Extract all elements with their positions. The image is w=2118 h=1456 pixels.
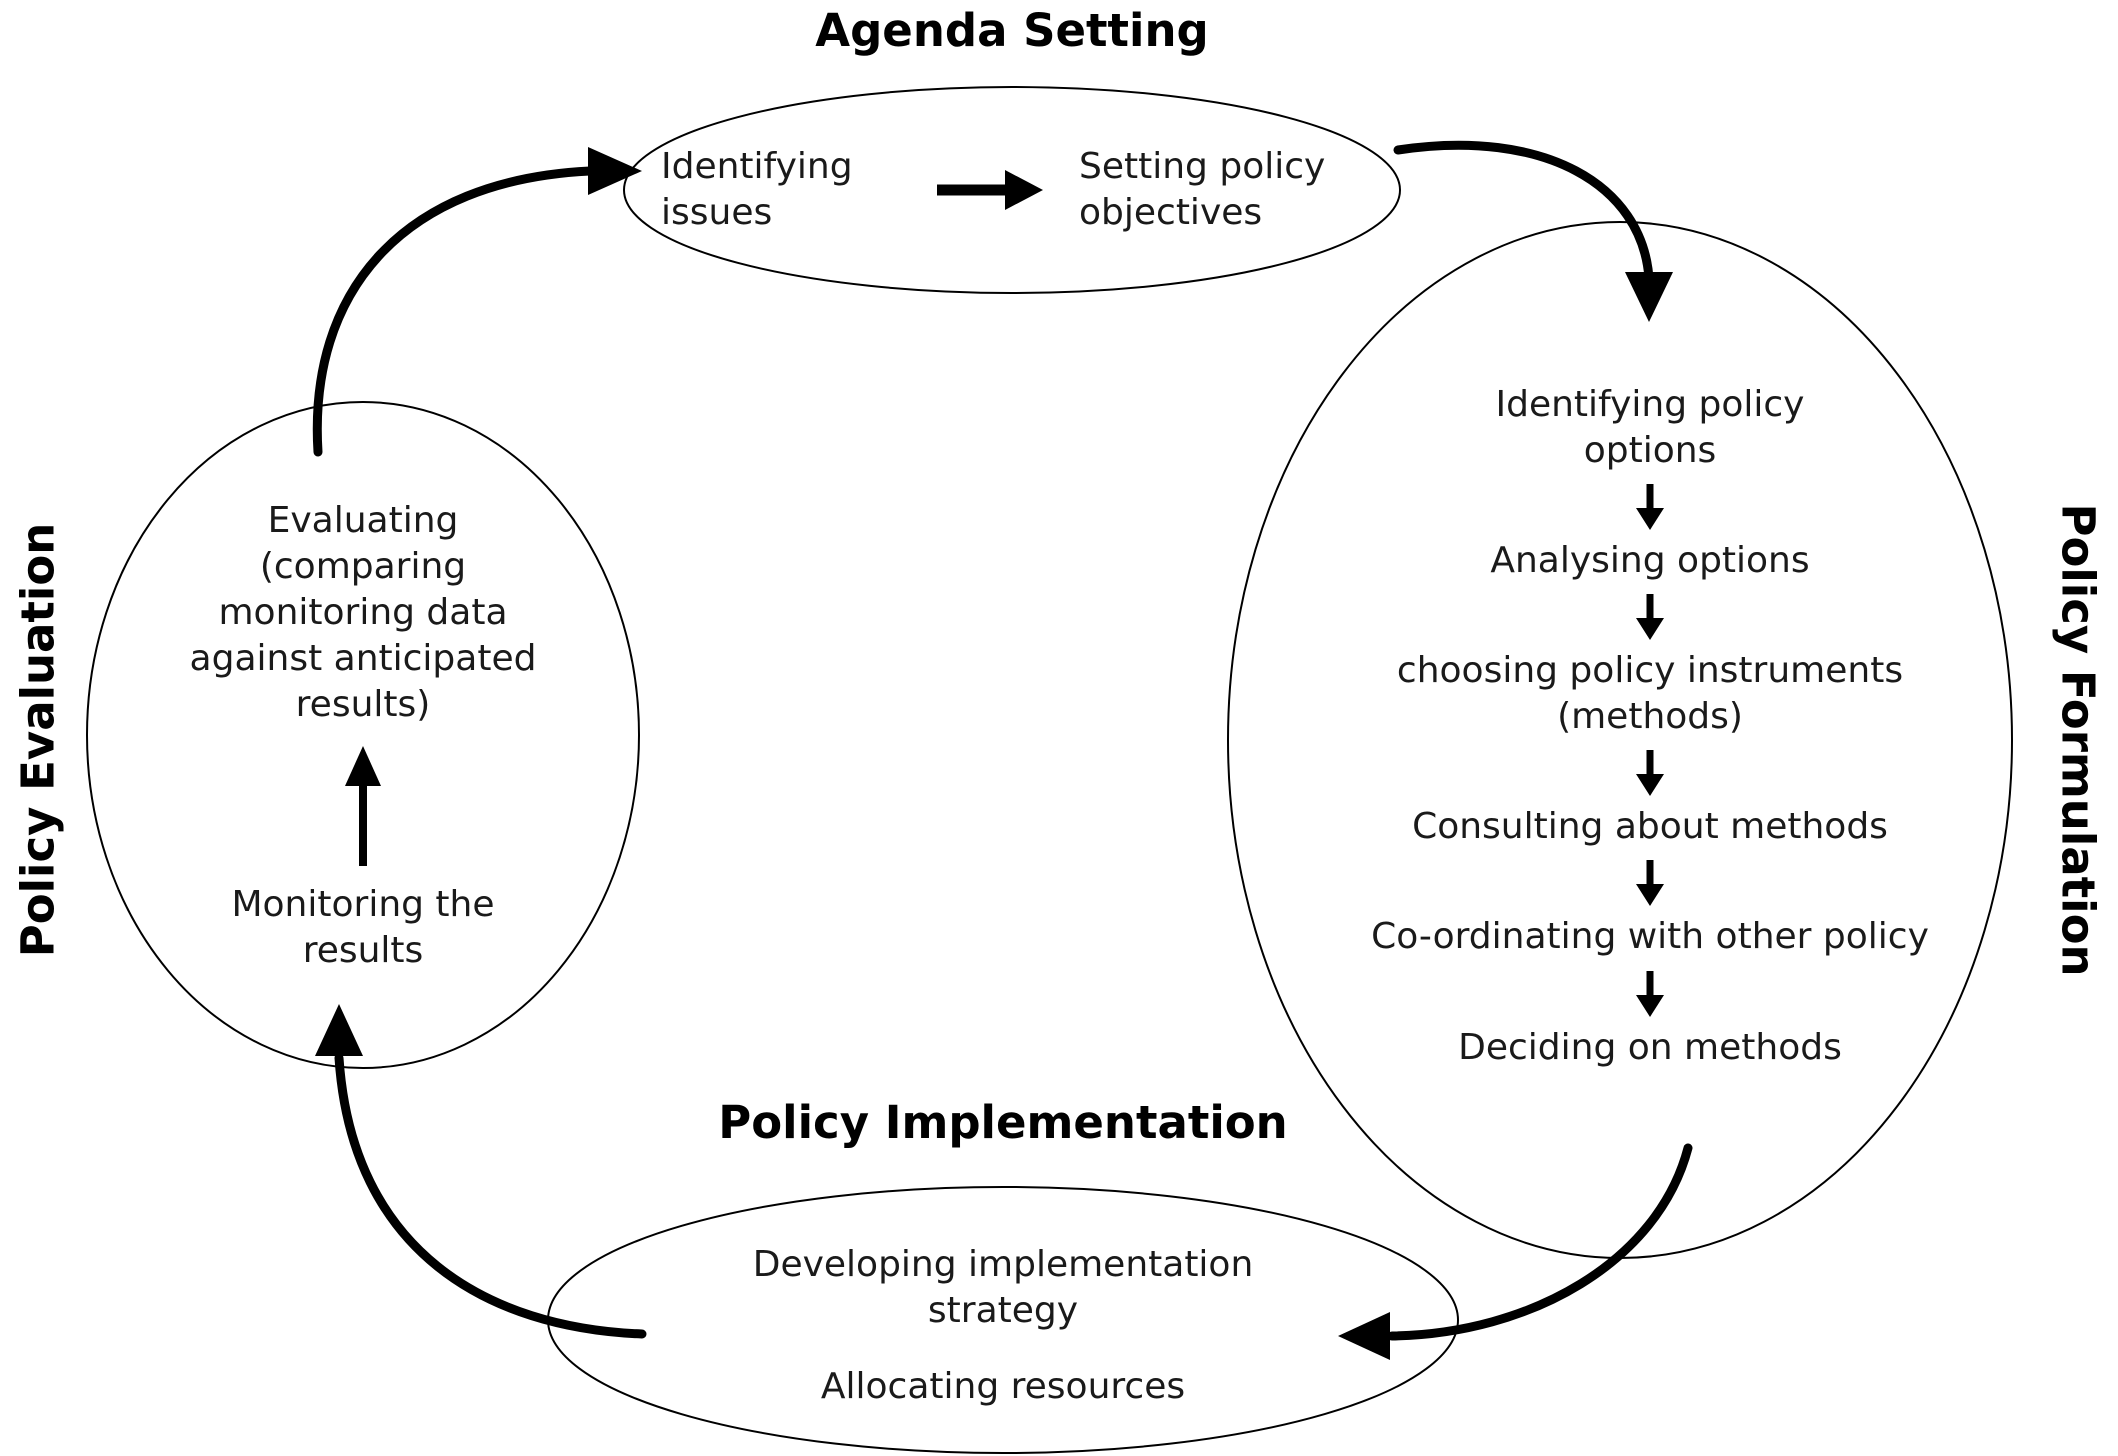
flow-arrowhead-down-icon <box>1625 272 1673 322</box>
arrow-down-icon <box>1636 750 1664 797</box>
agenda-step-identifying-issues: Identifying issues <box>661 145 853 233</box>
evaluation-step-monitoring: Monitoring the results <box>231 884 495 972</box>
arrow-down-icon <box>1636 860 1664 907</box>
formulation-step-consulting-methods: Consulting about methods <box>1412 806 1888 848</box>
flow-arrow-agenda-to-formulation <box>1393 140 1654 283</box>
flow-arrow-formulation-to-implementation <box>1387 1143 1693 1341</box>
implementation-step-strategy: Developing implementation strategy <box>752 1244 1254 1332</box>
flow-arrow-implementation-to-evaluation <box>334 1053 647 1339</box>
evaluation-step-evaluating: Evaluating (comparing monitoring data ag… <box>189 500 537 726</box>
arrow-down-icon <box>1636 594 1664 641</box>
formulation-step-deciding-methods: Deciding on methods <box>1458 1026 1842 1068</box>
arrow-up-icon <box>345 746 381 867</box>
policy-evaluation-label: Policy Evaluation <box>11 522 65 958</box>
policy-implementation-group: Developing implementation strategy Alloc… <box>650 1242 1356 1410</box>
flow-arrowhead-up-icon <box>315 1004 363 1056</box>
arrow-right-icon <box>937 170 1043 210</box>
arrow-down-icon <box>1636 484 1664 531</box>
implementation-step-resources: Allocating resources <box>820 1366 1186 1408</box>
policy-formulation-label: Policy Formulation <box>2051 503 2105 977</box>
policy-evaluation-ellipse <box>86 401 640 1069</box>
policy-formulation-group: Identifying policy options Analysing opt… <box>1320 382 1980 1071</box>
formulation-step-identifying-options: Identifying policy options <box>1495 384 1805 472</box>
formulation-step-coordinating-policy: Co-ordinating with other policy <box>1371 916 1929 958</box>
flow-arrowhead-left-icon <box>1338 1312 1390 1360</box>
agenda-setting-title: Agenda Setting <box>815 4 1209 57</box>
agenda-setting-group: Identifying issues Setting policy object… <box>640 92 1400 288</box>
policy-evaluation-group: Evaluating (comparing monitoring data ag… <box>165 498 561 975</box>
flow-arrowhead-right-icon <box>588 147 642 195</box>
formulation-step-analysing-options: Analysing options <box>1490 540 1810 582</box>
policy-implementation-title: Policy Implementation <box>718 1096 1288 1149</box>
formulation-step-choosing-instruments: choosing policy instruments (methods) <box>1396 650 1904 738</box>
agenda-setting-ellipse <box>623 86 1401 294</box>
arrow-down-icon <box>1636 970 1664 1017</box>
agenda-step-setting-objectives: Setting policy objectives <box>1079 145 1326 233</box>
flow-arrow-evaluation-to-agenda <box>312 166 595 457</box>
